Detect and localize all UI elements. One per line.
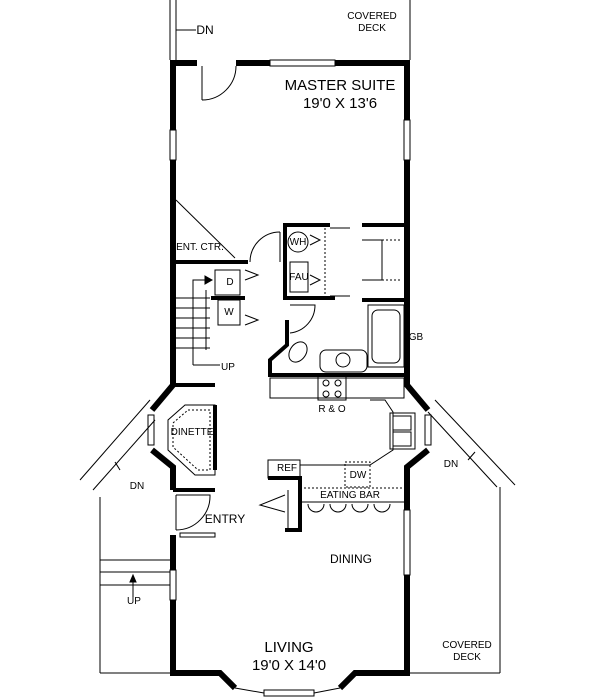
furnace — [289, 261, 309, 293]
range-oven-label: R & O — [318, 404, 346, 415]
right-deck — [410, 399, 516, 674]
living-size: 19'0 X 14'0 — [251, 657, 327, 674]
ent-ctr-label: ENT. CTR. — [176, 242, 224, 253]
dishwasher — [344, 461, 371, 488]
stairs-up-interior: UP — [221, 362, 235, 373]
bathtub — [367, 304, 405, 368]
covered-deck-right-line1: COVERED — [442, 640, 492, 651]
toilet — [288, 341, 308, 363]
stairs-up-left: UP — [127, 596, 141, 607]
covered-deck-right-line2: DECK — [453, 652, 481, 663]
vanity — [319, 349, 368, 373]
covered-deck-top-line2: DECK — [358, 23, 386, 34]
entry-label: ENTRY — [204, 512, 246, 526]
kitchen-counter — [269, 377, 405, 399]
stairs-dn-left: DN — [129, 481, 145, 492]
master-suite-label: MASTER SUITE — [284, 77, 396, 94]
ent-ctr-cabinet — [175, 199, 236, 259]
dryer-label: D — [226, 277, 234, 288]
eating-bar-label: EATING BAR — [320, 490, 380, 501]
interior-stairs — [176, 275, 220, 366]
bar-stools — [307, 503, 391, 513]
master-door — [201, 65, 237, 101]
ref-label: REF — [277, 463, 297, 474]
refrigerator — [267, 459, 301, 479]
covered-deck-top-line1: COVERED — [347, 11, 397, 22]
windows — [147, 59, 432, 697]
gb-label: GB — [408, 332, 424, 343]
dining-label: DINING — [330, 552, 372, 566]
kitchen-sink — [389, 412, 416, 450]
washer-label: W — [224, 307, 234, 318]
living-label: LIVING — [264, 639, 314, 656]
stairs-dn-right: DN — [443, 459, 459, 470]
washer — [217, 299, 241, 326]
top-covered-deck — [169, 0, 411, 60]
fau-label: FAU — [289, 272, 309, 283]
range-oven — [317, 374, 347, 401]
dryer — [214, 269, 241, 296]
dinette-bench — [167, 404, 216, 476]
left-deck — [79, 399, 170, 674]
dw-label: DW — [349, 470, 367, 481]
wh-label: WH — [289, 237, 307, 248]
master-suite-size: 19'0 X 13'6 — [302, 95, 378, 112]
coat-rack — [179, 532, 216, 538]
water-heater — [287, 231, 309, 253]
stairs-dn-top: DN — [196, 23, 214, 37]
dinette-label: DINETTE — [170, 427, 214, 438]
